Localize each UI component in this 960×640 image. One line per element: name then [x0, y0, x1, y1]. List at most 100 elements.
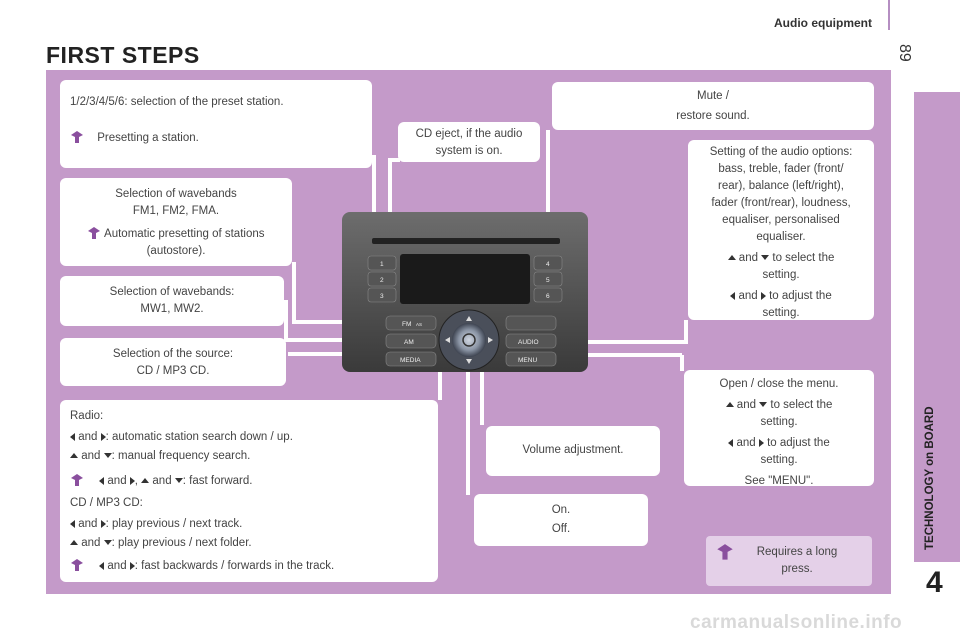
chapter-tab [914, 92, 960, 562]
long-press-line1: Requires a long [756, 546, 838, 558]
adjust-text: to adjust the [769, 290, 832, 302]
right-arrow-icon [129, 476, 135, 485]
mute-line1: Mute / [697, 90, 729, 102]
svg-text:3: 3 [380, 293, 384, 300]
left-arrow-icon [730, 291, 736, 300]
source-box: Selection of the source: CD / MP3 CD. [60, 338, 286, 386]
down-arrow-icon [759, 402, 768, 408]
select-text: to select the [772, 252, 835, 264]
wavebands-mw-box: Selection of wavebands: MW1, MW2. [60, 276, 284, 326]
cd-eject-line2: system is on. [435, 145, 503, 157]
adjust-text-2: setting. [762, 307, 800, 319]
on-text: On. [551, 504, 571, 516]
right-arrow-icon [760, 291, 766, 300]
long-press-icon [716, 544, 734, 567]
cd-fast: : fast backwards / forwards in the track… [134, 560, 335, 572]
left-arrow-icon [99, 561, 105, 570]
source-line1: Selection of the source: [112, 348, 234, 360]
on-off-box: On. Off. [474, 494, 648, 546]
audio-options-box: Setting of the audio options: bass, treb… [688, 140, 874, 320]
preset-box: 1/2/3/4/5/6: selection of the preset sta… [60, 80, 372, 168]
audio-options-line3: rear), balance (left/right), [718, 180, 844, 192]
svg-text:1: 1 [380, 261, 384, 268]
audio-options-line2: bass, treble, fader (front/ [718, 163, 844, 175]
left-arrow-icon [99, 476, 105, 485]
left-arrow-icon [70, 519, 75, 528]
left-arrow-icon [70, 432, 75, 441]
svg-text:2: 2 [380, 277, 384, 284]
mute-line2: restore sound. [676, 110, 750, 122]
chapter-label: TECHNOLOGY on BOARD [924, 406, 936, 550]
right-arrow-icon [100, 432, 106, 441]
presetting-text: Presetting a station. [97, 132, 199, 144]
long-press-icon [70, 474, 84, 487]
select-text: to select the [770, 399, 833, 411]
and-text: and [107, 475, 127, 487]
radio-auto-search: : automatic station search down / up. [105, 431, 293, 443]
and-text: and [107, 560, 127, 572]
cd-folder: : play previous / next folder. [111, 537, 252, 549]
and-text: and [736, 399, 756, 411]
volume-text: Volume adjustment. [522, 444, 624, 456]
menu-line1: Open / close the menu. [719, 378, 839, 390]
long-press-legend: Requires a long press. [706, 536, 872, 586]
cd-track: : play previous / next track. [105, 518, 243, 530]
and-text: and [78, 518, 98, 530]
source-line2: CD / MP3 CD. [136, 365, 210, 377]
comma-text: , [134, 475, 138, 487]
and-text: and [81, 450, 101, 462]
and-text: and [736, 437, 756, 449]
section-title: Audio equipment [774, 16, 872, 30]
wavebands-fm-box: Selection of wavebands FM1, FM2, FMA. Au… [60, 178, 292, 266]
wavebands-mw-line2: MW1, MW2. [140, 303, 204, 315]
radio-manual-search: : manual frequency search. [111, 450, 251, 462]
svg-text:AS: AS [416, 322, 422, 327]
and-text: and [81, 537, 101, 549]
adjust-text: to adjust the [767, 437, 830, 449]
autostore-line1: Automatic presetting of stations [104, 228, 265, 240]
svg-text:FM: FM [402, 321, 411, 328]
down-arrow-icon [103, 540, 112, 546]
mute-box: Mute / restore sound. [552, 82, 874, 130]
right-arrow-icon [100, 519, 106, 528]
down-arrow-icon [761, 255, 770, 261]
adjust-text-2: setting. [760, 454, 798, 466]
and-text: and [152, 475, 172, 487]
wavebands-mw-line1: Selection of wavebands: [109, 286, 235, 298]
and-text: and [738, 290, 758, 302]
svg-text:4: 4 [546, 261, 550, 268]
autostore-line2: (autostore). [146, 245, 206, 257]
page-title: FIRST STEPS [46, 42, 200, 68]
radio-heading: Radio: [70, 410, 104, 422]
audio-options-line5: equaliser, personalised [722, 214, 840, 226]
wavebands-fm-line1: Selection of wavebands [115, 188, 237, 200]
svg-text:MENU: MENU [518, 357, 537, 364]
up-arrow-icon [141, 478, 150, 484]
svg-text:AUDIO: AUDIO [518, 339, 539, 346]
and-text: and [738, 252, 758, 264]
up-arrow-icon [725, 402, 734, 408]
up-arrow-icon [727, 255, 736, 261]
left-arrow-icon [728, 438, 734, 447]
menu-box: Open / close the menu. and to select the… [684, 370, 874, 487]
svg-text:6: 6 [546, 293, 550, 300]
radio-unit: 1 2 3 4 5 6 FM AS AM MEDIA AUDIO MENU [342, 212, 588, 372]
long-press-line2: press. [781, 563, 813, 575]
audio-options-line4: fader (front/rear), loudness, [711, 197, 851, 209]
long-press-icon [70, 559, 84, 572]
cd-eject-line1: CD eject, if the audio [415, 128, 523, 140]
audio-options-line1: Setting of the audio options: [709, 146, 853, 158]
select-text-2: setting. [760, 416, 798, 428]
header-rule [888, 0, 890, 30]
audio-options-line6: equaliser. [756, 231, 806, 243]
svg-text:MEDIA: MEDIA [400, 357, 421, 364]
off-text: Off. [551, 523, 571, 535]
watermark: carmanualsonline.info [690, 612, 903, 633]
cd-heading: CD / MP3 CD: [70, 497, 143, 509]
preset-text: 1/2/3/4/5/6: selection of the preset sta… [70, 96, 284, 108]
svg-text:AM: AM [404, 339, 414, 346]
wavebands-fm-line2: FM1, FM2, FMA. [132, 205, 220, 217]
up-arrow-icon [70, 540, 78, 546]
right-arrow-icon [129, 561, 135, 570]
long-press-icon [87, 227, 101, 240]
